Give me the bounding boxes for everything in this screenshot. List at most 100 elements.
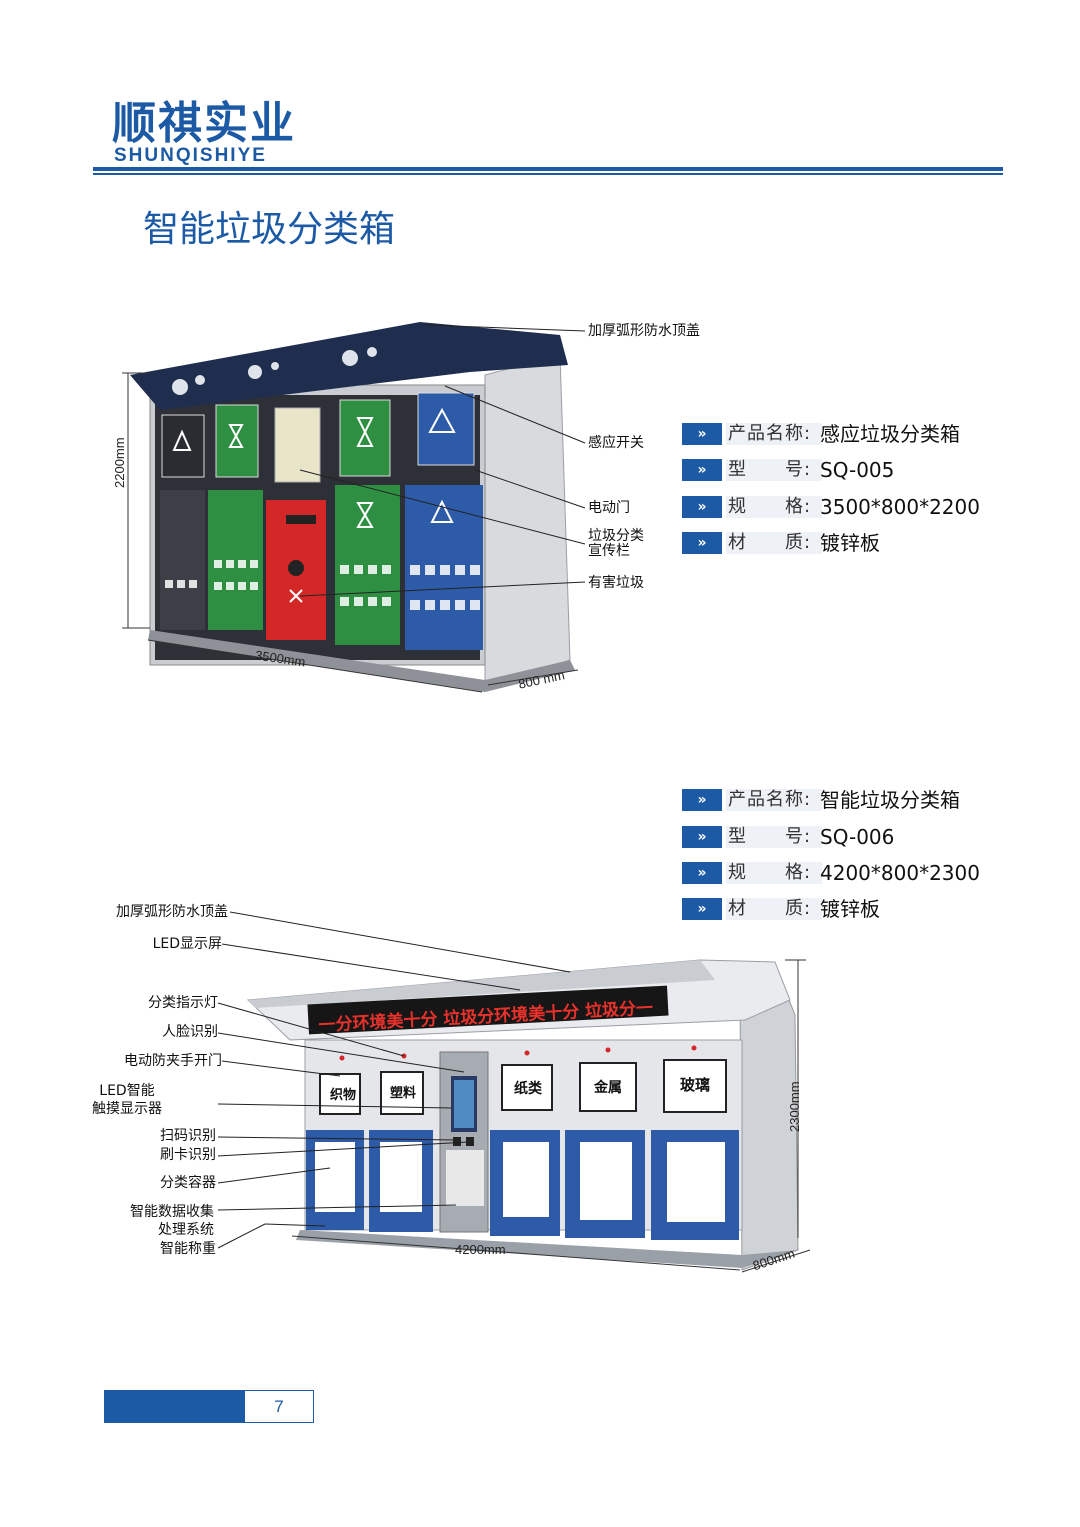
bin-label-plastic: 塑料 (390, 1085, 416, 1101)
upper-panel-green (215, 404, 259, 478)
callout-weighing: 智能称重 (160, 1241, 216, 1257)
dim-line-width (147, 639, 483, 693)
header-rule-thin (93, 173, 1003, 175)
spec-value: 镀锌板 (820, 897, 880, 921)
upper-panel-dark (161, 414, 205, 478)
recycle-icon (428, 407, 456, 433)
dim-height-2: 2300mm (787, 1081, 802, 1132)
spec-value: SQ-005 (820, 458, 895, 482)
spec-value: 镀锌板 (820, 531, 880, 555)
product1-roof (130, 322, 568, 410)
dim-width-2: 4200mm (455, 1242, 506, 1257)
callout-face-recognition: 人脸识别 (162, 1024, 218, 1040)
spec-label: 型 号: (728, 826, 812, 847)
callout-led-screen: LED显示屏 (152, 936, 222, 952)
chevron-right-icon: » (682, 862, 722, 884)
callout-hazardous: 有害垃圾 (588, 575, 644, 591)
roof-hole (172, 379, 188, 395)
bin-door-other (160, 490, 205, 630)
callout-electric-door: 电动门 (588, 500, 630, 516)
spec-label: 型 号: (728, 459, 812, 480)
roof-hole (195, 375, 205, 385)
label-frame-metal (579, 1062, 637, 1112)
label-frame-textile (319, 1073, 361, 1115)
product1-side-panel (484, 354, 571, 691)
chevron-right-icon: » (682, 459, 722, 481)
upper-panel-poster (274, 407, 321, 483)
roof-hole (342, 350, 358, 366)
spec-label: 材 质: (728, 898, 812, 919)
dim-line-width-2 (291, 1235, 741, 1271)
bin-label-glass: 玻璃 (680, 1076, 710, 1094)
led-display-strip (307, 985, 669, 1035)
callout-indicator-light: 分类指示灯 (148, 995, 218, 1011)
trash-icon (172, 429, 192, 451)
dim-line-depth-2 (741, 1249, 811, 1273)
roof-hole (367, 347, 377, 357)
product2-illustration: 一分环境美十分 垃圾分环境美十分 垃圾分一 织物 塑料 纸类 金属 玻璃 (217, 911, 811, 1273)
dim-line-depth (487, 669, 579, 686)
product1-spec-model: » 型 号: SQ-005 (682, 457, 1012, 485)
chevron-right-icon: » (682, 898, 722, 920)
hazardous-slot (286, 515, 316, 524)
spec-value: 智能垃圾分类箱 (820, 788, 960, 812)
hourglass-icon (356, 502, 374, 528)
product1-leader-lines (299, 324, 586, 597)
card-reader (466, 1137, 474, 1146)
kiosk-info-sheet (446, 1150, 484, 1206)
spec-label: 规 格: (728, 496, 812, 517)
product2-base (296, 1230, 798, 1268)
spec-label: 产品名称: (728, 423, 812, 444)
footer-bar (104, 1390, 244, 1423)
chevron-right-icon: » (682, 532, 722, 554)
hourglass-icon (228, 424, 244, 448)
roof-hole (248, 365, 262, 379)
callout-touch-display: LED智能 触摸显示器 (92, 1083, 162, 1117)
door-info-cards (315, 1142, 725, 1222)
spec-label: 材 质: (728, 532, 812, 553)
spec-value: 3500*800*2200 (820, 495, 980, 519)
hazard-x-icon (289, 589, 303, 603)
chevron-right-icon: » (682, 496, 722, 518)
product1-illustration (122, 322, 586, 693)
recycle-icon (430, 499, 454, 523)
callout-card-swipe: 刷卡识别 (160, 1147, 216, 1163)
spec-value: 4200*800*2300 (820, 861, 980, 885)
roof-hole (271, 362, 279, 370)
product2-leader-lines (217, 911, 571, 1249)
product2-spec-size: » 规 格: 4200*800*2300 (682, 860, 1012, 888)
dim-height-1: 2200mm (112, 437, 127, 488)
callout-qr-scan: 扫码识别 (160, 1128, 216, 1144)
upper-panel-blue (417, 392, 475, 466)
spec-value: SQ-006 (820, 825, 895, 849)
bin-label-textile: 织物 (330, 1087, 356, 1103)
page-number: 7 (274, 1397, 284, 1416)
callout-roof-2: 加厚弧形防水顶盖 (116, 904, 228, 920)
footer-box (244, 1390, 314, 1423)
scan-reader (453, 1137, 461, 1146)
spec-value: 感应垃圾分类箱 (820, 422, 960, 446)
product2-spec-model: » 型 号: SQ-006 (682, 824, 1012, 852)
label-frame-glass (663, 1059, 727, 1113)
brand-name-en: SHUNQISHIYE (114, 145, 267, 166)
page-title: 智能垃圾分类箱 (143, 209, 396, 250)
callout-data-system: 智能数据收集 处理系统 (130, 1204, 214, 1238)
callout-promo-board: 垃圾分类 宣传栏 (588, 528, 644, 559)
spec-label: 产品名称: (728, 789, 812, 810)
product1-spec-name: » 产品名称: 感应垃圾分类箱 (682, 421, 1012, 449)
door-icon-grid (165, 560, 480, 610)
upper-panel-green-2 (339, 399, 391, 477)
product1-base (148, 630, 575, 692)
callout-roof-1: 加厚弧形防水顶盖 (588, 323, 700, 339)
product2-spec-material: » 材 质: 镀锌板 (682, 896, 1012, 924)
header-rule (93, 167, 1003, 171)
callout-sort-container: 分类容器 (160, 1175, 216, 1191)
chevron-right-icon: » (682, 423, 722, 445)
callout-sensor-switch: 感应开关 (588, 435, 644, 451)
chevron-right-icon: » (682, 789, 722, 811)
label-frame-paper (501, 1064, 553, 1111)
product1-spec-material: » 材 质: 镀锌板 (682, 530, 1012, 558)
hazardous-hole (288, 560, 304, 576)
product1-spec-size: » 规 格: 3500*800*2200 (682, 494, 1012, 522)
